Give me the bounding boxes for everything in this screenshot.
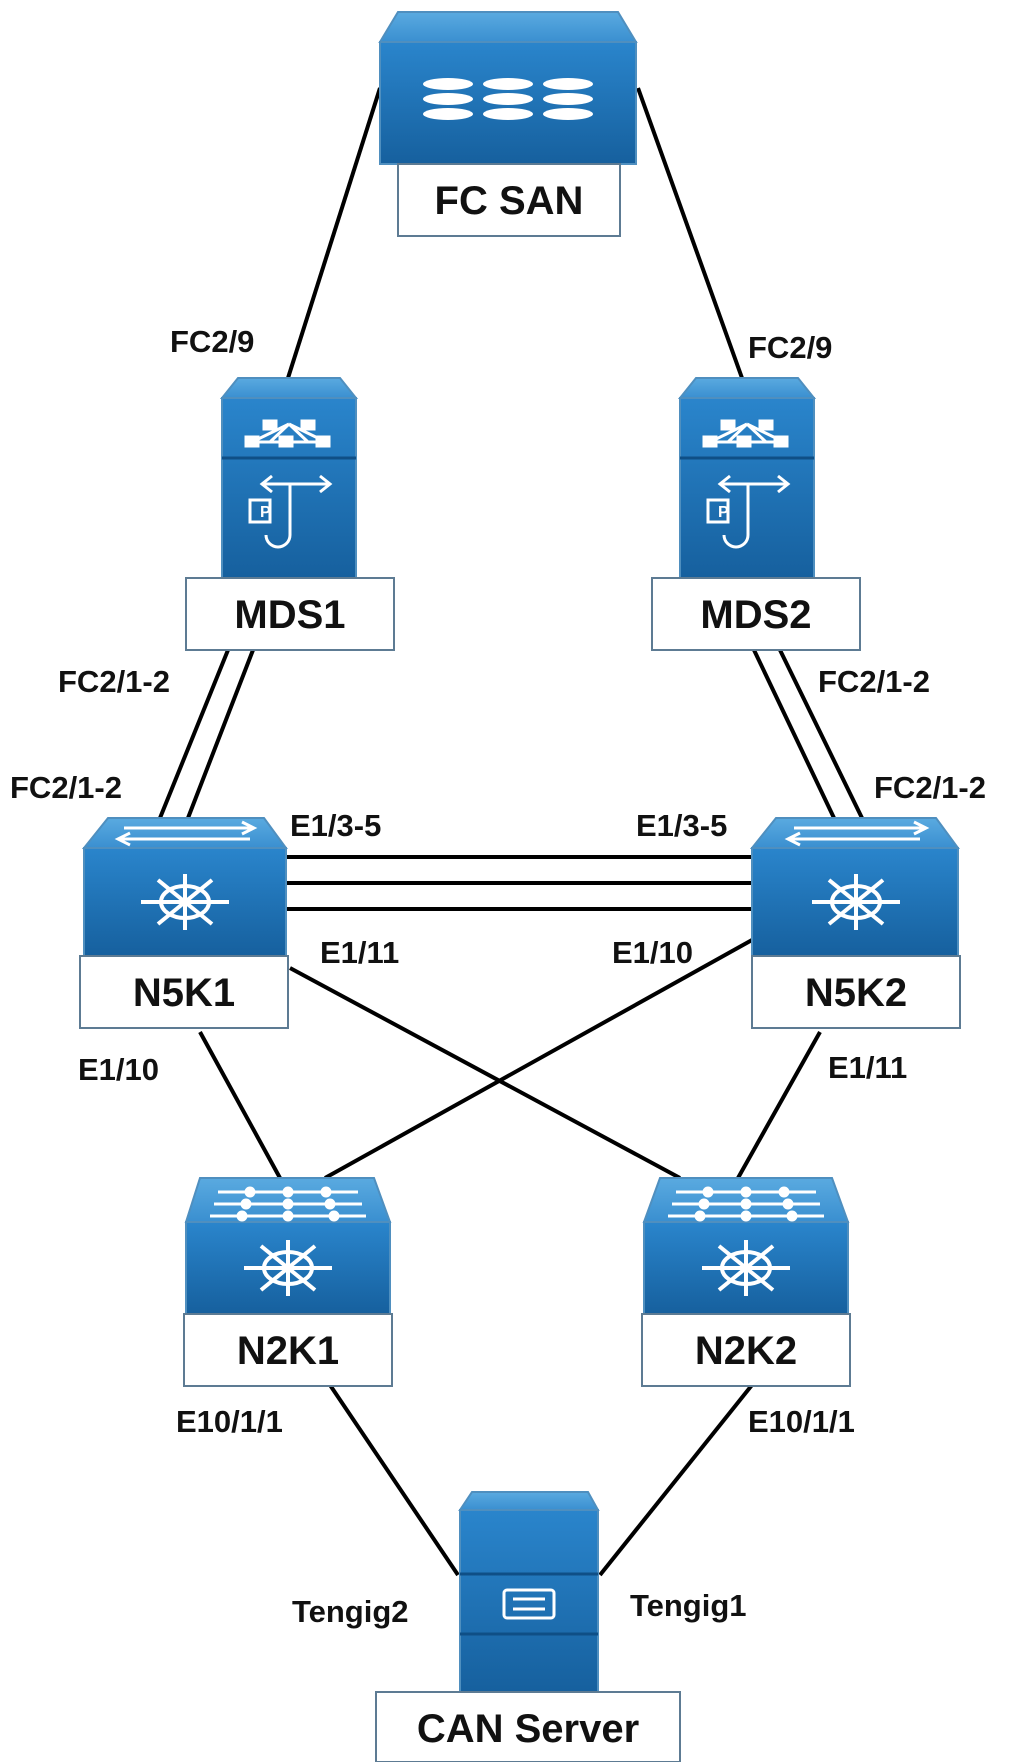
server-drive-icon [502, 1588, 556, 1620]
link-fcsan-mds1 [286, 87, 382, 379]
nexus-switch-icon [812, 874, 900, 930]
link-mds1-n5k1-b [186, 649, 255, 819]
n2k2-label: N2K2 [695, 1329, 797, 1373]
port-label-server-nic1: Tengig1 [630, 1588, 747, 1623]
port-label-n5k1-e111: E1/11 [320, 935, 399, 970]
port-label-server-nic2: Tengig2 [292, 1594, 409, 1629]
n2k1-device[interactable]: N2K1 [183, 1177, 393, 1387]
port-label-mds2-down: FC2/1-2 [818, 664, 930, 699]
p-glyph: P [260, 504, 271, 521]
port-label-n5k2-e110: E1/10 [612, 935, 693, 970]
fc-san-label-box [397, 163, 621, 237]
mds2-label: MDS2 [700, 593, 811, 637]
fc-san-label: FC SAN [435, 179, 584, 223]
n2k1-label: N2K1 [237, 1329, 339, 1373]
link-n5k2-n2k1 [324, 938, 753, 1180]
fabric-extender-grid-icon [210, 1186, 366, 1222]
port-label-mds2-uplink: FC2/9 [748, 330, 832, 365]
n5k2-device[interactable]: N5K2 [749, 817, 961, 1029]
nexus-switch-icon [141, 874, 229, 930]
port-label-n2k1-host: E10/1/1 [176, 1404, 283, 1439]
arrows-icon [784, 820, 930, 847]
n5k2-label: N5K2 [805, 971, 907, 1015]
link-n5k1-n2k2 [289, 966, 681, 1180]
link-fcsan-mds2 [636, 87, 744, 379]
mds1-label: MDS1 [234, 593, 345, 637]
port-label-n5k1-peer: E1/3-5 [290, 808, 381, 843]
port-label-n2k2-host: E10/1/1 [748, 1404, 855, 1439]
port-channel-icon [706, 474, 791, 549]
port-channel-icon [248, 474, 333, 549]
storage-disks-icon [423, 78, 593, 120]
link-n5k2-n2k2 [736, 1031, 822, 1179]
links [158, 87, 864, 1577]
port-label-n5k1-fc: FC2/1-2 [10, 770, 122, 805]
port-label-n5k1-e110: E1/10 [78, 1052, 159, 1087]
n5k2-label-box [751, 955, 961, 1029]
p-glyph: P [718, 504, 729, 521]
can-server-label: CAN Server [417, 1707, 639, 1751]
link-n2k2-server [598, 1383, 754, 1577]
link-mds2-n5k2-b [778, 649, 864, 819]
fc-san-device[interactable]: FC SAN [378, 11, 638, 237]
n5k1-label: N5K1 [133, 971, 235, 1015]
n2k2-label-box [641, 1313, 851, 1387]
port-labels: FC2/9 FC2/9 FC2/1-2 FC2/1-2 FC2/1-2 FC2/… [10, 324, 986, 1629]
n2k1-label-box [183, 1313, 393, 1387]
n2k2-device[interactable]: N2K2 [641, 1177, 851, 1387]
n5k1-device[interactable]: N5K1 [79, 817, 289, 1029]
port-label-n5k2-e111: E1/11 [828, 1050, 907, 1085]
mds2-device[interactable]: P MDS2 [651, 377, 861, 651]
nexus-switch-icon [702, 1240, 790, 1296]
port-label-n5k2-fc: FC2/1-2 [874, 770, 986, 805]
arrows-icon [114, 820, 258, 847]
mds1-label-box [185, 577, 395, 651]
link-n2k1-server [328, 1383, 460, 1577]
mds2-label-box [651, 577, 861, 651]
n5k1-label-box [79, 955, 289, 1029]
port-label-n5k2-peer: E1/3-5 [636, 808, 727, 843]
nexus-switch-icon [244, 1240, 332, 1296]
fabric-switch-icon [244, 419, 331, 448]
port-label-mds1-down: FC2/1-2 [58, 664, 170, 699]
can-server-label-box [375, 1691, 681, 1762]
can-server-device[interactable]: CAN Server [375, 1491, 681, 1762]
mds1-device[interactable]: P MDS1 [185, 377, 395, 651]
port-label-mds1-uplink: FC2/9 [170, 324, 254, 359]
fabric-switch-icon [702, 419, 789, 448]
link-mds1-n5k1-a [158, 649, 230, 819]
link-mds2-n5k2-a [752, 649, 836, 819]
link-n5k1-n2k1 [198, 1031, 282, 1179]
fabric-extender-grid-icon [668, 1186, 824, 1222]
